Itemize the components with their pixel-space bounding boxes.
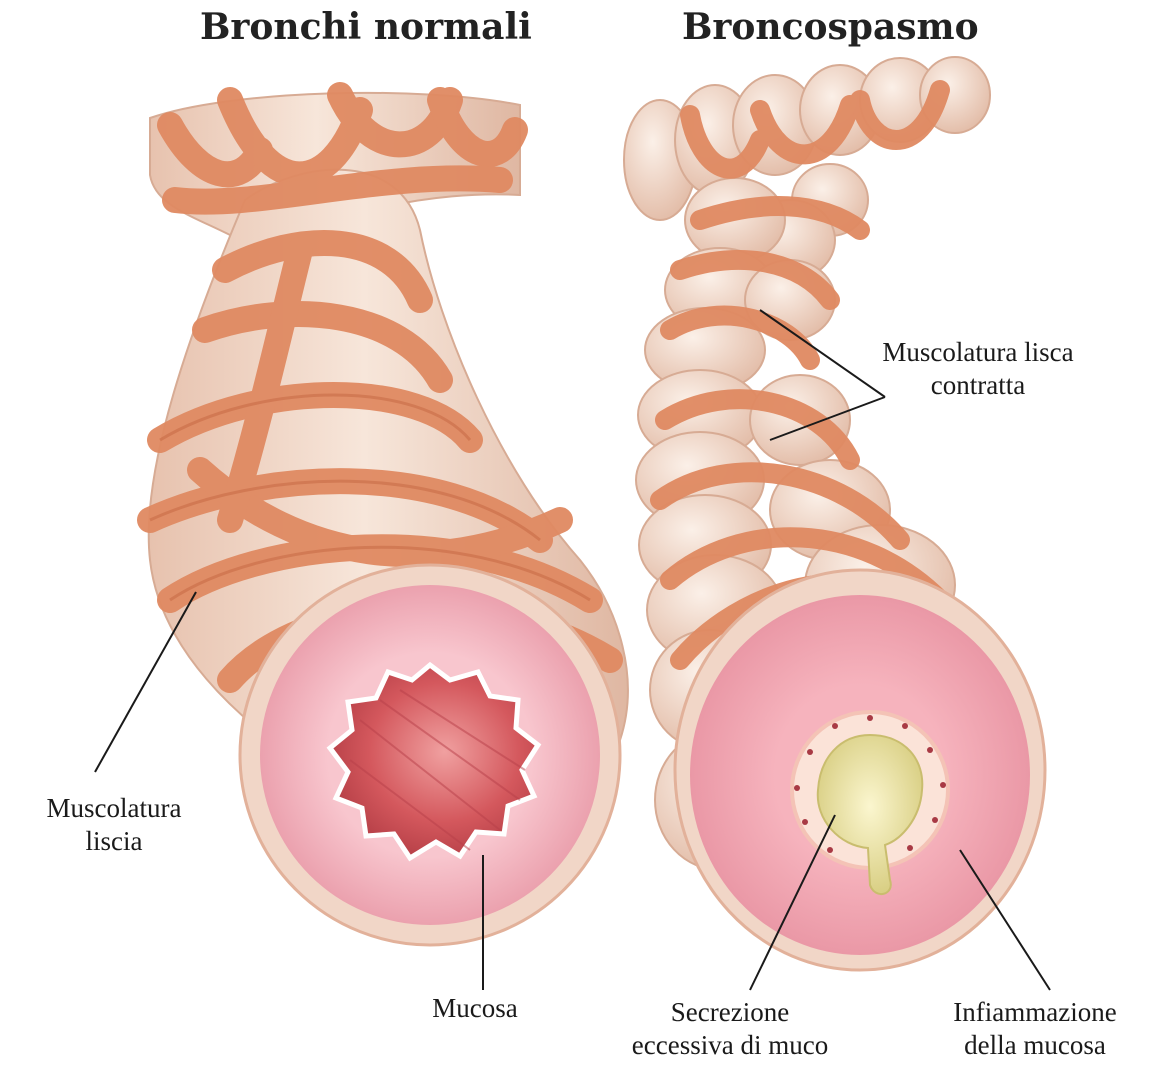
leader-smooth-muscle	[95, 592, 196, 772]
label-mucosa: Mucosa	[405, 992, 545, 1025]
spasm-bronchus	[624, 57, 1045, 970]
label-smooth-muscle: Muscolatura liscia	[14, 792, 214, 858]
label-excess-mucus: Secrezione eccessiva di muco	[585, 996, 875, 1062]
label-contracted-muscle: Muscolatura lisca contratta	[848, 336, 1108, 402]
normal-bronchus	[149, 93, 628, 945]
title-bronchospasm: Broncospasmo	[682, 6, 979, 48]
label-mucosa-inflammation: Infiammazione della mucosa	[925, 996, 1145, 1062]
title-normal-bronchi: Bronchi normali	[200, 6, 532, 48]
